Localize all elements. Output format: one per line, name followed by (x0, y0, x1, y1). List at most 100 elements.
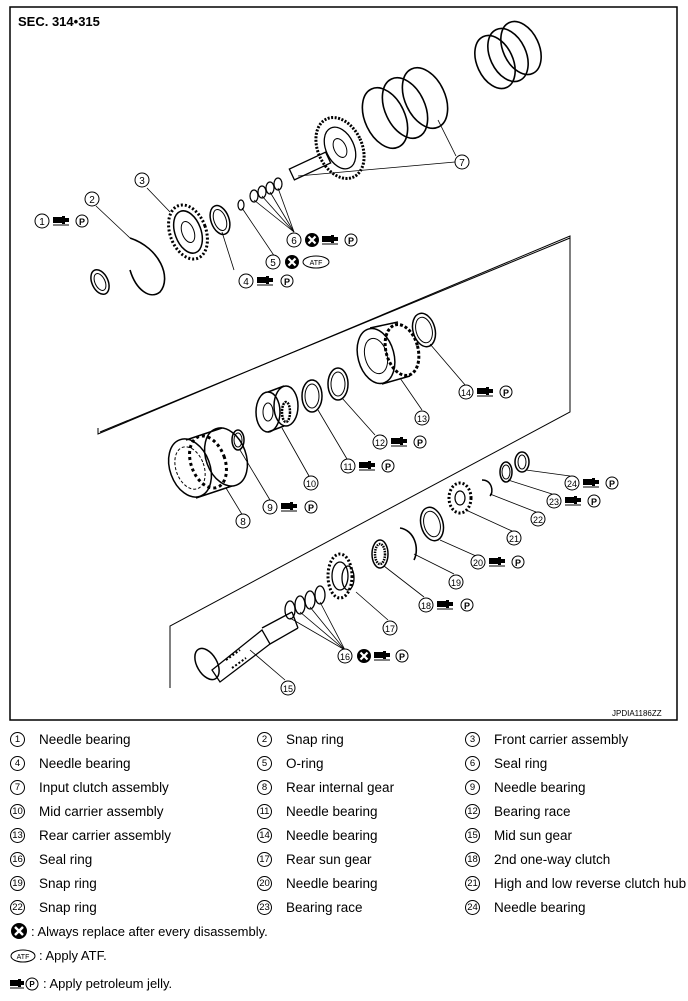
part-rear-internal-gear-8 (167, 427, 249, 499)
note-replace: : Always replace after every disassembly… (10, 922, 268, 940)
part-snap-ring-19 (399, 527, 418, 561)
callout-6: 6 P (286, 231, 358, 249)
callout-5: 5 ATF (265, 253, 330, 271)
petroleum-jelly-p-icon (280, 274, 294, 288)
atf-icon: ATF (10, 949, 36, 963)
svg-text:18: 18 (421, 601, 431, 611)
part-mid-carrier-10 (255, 385, 299, 433)
svg-text:P: P (284, 277, 290, 287)
svg-text:13: 13 (417, 414, 427, 424)
svg-text:14: 14 (461, 388, 471, 398)
svg-text:P: P (29, 980, 35, 989)
section-label: SEC. 314•315 (18, 14, 100, 29)
svg-text:3: 3 (139, 176, 145, 187)
callout-4: 4 P (238, 273, 294, 289)
callout-16: 16 P (337, 647, 409, 665)
petroleum-jelly-p-icon (395, 649, 409, 663)
petroleum-jelly-p-icon (75, 214, 89, 228)
callout-19: 19 (448, 574, 464, 590)
callout-9: 9 P (262, 499, 318, 515)
svg-text:2: 2 (89, 195, 95, 206)
part-o-ring-5 (237, 199, 245, 211)
part-needle-bearing-1 (90, 268, 110, 296)
svg-text:15: 15 (283, 684, 293, 694)
svg-text:10: 10 (306, 479, 316, 489)
callout-12: 12 P (372, 434, 427, 450)
callout-22: 22 (530, 511, 546, 527)
svg-text:P: P (348, 236, 354, 246)
part-mid-sun-gear-15 (194, 611, 299, 683)
part-bearing-race-12 (327, 367, 349, 401)
part-needle-bearing-20 (419, 506, 445, 542)
svg-text:P: P (515, 558, 521, 568)
part-needle-bearing-24 (514, 451, 530, 473)
svg-text:17: 17 (385, 624, 395, 634)
svg-text:19: 19 (451, 578, 461, 588)
svg-text:P: P (399, 652, 405, 662)
note-atf: ATF : Apply ATF. (10, 948, 107, 963)
part-needle-bearing-4 (209, 204, 231, 236)
svg-text:P: P (308, 503, 314, 513)
svg-text:12: 12 (375, 438, 385, 448)
leader-lines (95, 119, 571, 681)
part-needle-bearing-14 (411, 312, 437, 348)
part-front-carrier-3 (167, 203, 209, 261)
callout-15: 15 (280, 680, 296, 696)
part-clutch-hub-21 (447, 481, 473, 515)
callout-20: 20 P (470, 554, 525, 570)
svg-text:P: P (385, 462, 391, 472)
svg-text:P: P (591, 497, 597, 507)
petroleum-jelly-icon: P (10, 977, 40, 991)
svg-text:4: 4 (243, 277, 249, 288)
callout-10: 10 (303, 475, 319, 491)
exploded-view-diagram: SEC. 314•315 JPDIA1186ZZ (9, 6, 678, 721)
callout-2: 2 (84, 191, 100, 207)
svg-text:ATF: ATF (17, 954, 30, 961)
part-snap-ring-2 (129, 237, 166, 296)
petroleum-jelly-p-icon (381, 459, 395, 473)
callout-7: 7 (454, 154, 470, 170)
part-needle-bearing-11 (301, 379, 323, 413)
petroleum-jelly-p-icon (460, 598, 474, 612)
svg-text:23: 23 (549, 497, 559, 507)
always-replace-icon (10, 922, 28, 940)
callout-13: 13 (414, 410, 430, 426)
atf-icon (302, 255, 330, 269)
svg-text:P: P (609, 479, 615, 489)
petroleum-jelly-p-icon (499, 385, 513, 399)
callout-8: 8 (235, 513, 251, 529)
callout-11: 11 P (340, 458, 395, 474)
svg-text:5: 5 (270, 258, 276, 269)
svg-text:P: P (417, 438, 423, 448)
callout-23: 23 P (546, 493, 601, 509)
svg-text:22: 22 (533, 515, 543, 525)
callout-14: 14 P (458, 384, 513, 400)
diagram-frame (9, 6, 678, 721)
callout-1: 1 P (34, 213, 89, 229)
note-jelly: P : Apply petroleum jelly. (10, 976, 172, 991)
svg-text:11: 11 (343, 462, 352, 472)
part-rear-carrier-13 (356, 321, 421, 385)
callout-3: 3 (134, 172, 150, 188)
petroleum-jelly-p-icon (413, 435, 427, 449)
part-seal-rings-16 (284, 585, 326, 620)
part-snap-ring-22 (481, 479, 493, 497)
petroleum-jelly-p-icon (605, 476, 619, 490)
part-bearing-race-23 (499, 461, 513, 483)
